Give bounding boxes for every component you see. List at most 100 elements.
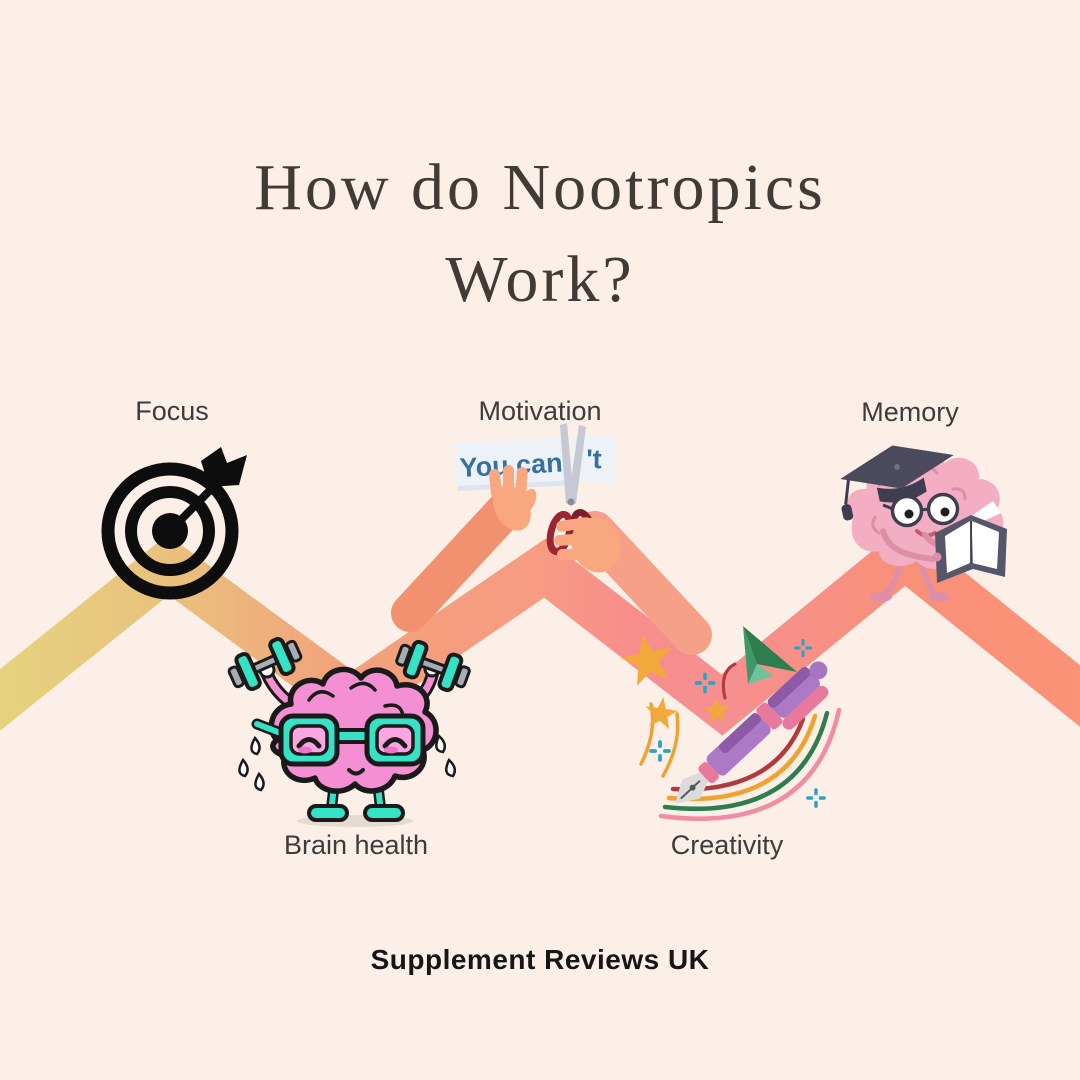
- trail-line: [661, 712, 680, 778]
- pen-clip: [782, 685, 829, 730]
- fountain-pen-paper-plane-icon: [617, 626, 842, 821]
- open-book-icon: [932, 501, 1007, 583]
- pupil-left: [904, 509, 914, 519]
- finger: [503, 465, 514, 499]
- red-squiggle: [721, 662, 737, 700]
- sparkle-icon: [649, 740, 671, 762]
- sweat-drop: [238, 757, 249, 778]
- sparkle-icon: [806, 788, 826, 808]
- smile: [347, 768, 365, 776]
- arc-pink-line: [658, 707, 842, 821]
- sweat-drops: [238, 733, 457, 792]
- sparkle-icon: [694, 672, 716, 694]
- arm-left: [880, 528, 936, 562]
- finger: [489, 468, 502, 499]
- plane-fold: [748, 664, 773, 684]
- pen-band: [756, 702, 783, 730]
- cap-base: [876, 477, 927, 503]
- dumbbell-plate: [234, 652, 262, 692]
- scissor-pivot-screw: [567, 498, 575, 506]
- blush-left: [298, 746, 312, 754]
- hands-scissors-cutting-paper-icon: 't You can: [391, 423, 712, 655]
- section-label-brain-health: Brain health: [283, 830, 429, 860]
- arrow-fletching: [201, 447, 247, 487]
- brain-fold-line: [307, 690, 335, 702]
- dumbbell-cap: [227, 665, 245, 689]
- target-middle-ring: [125, 486, 215, 576]
- book-page-right: [972, 521, 999, 569]
- pupil-right: [940, 507, 950, 517]
- finger: [556, 517, 592, 532]
- dumbbell-plate: [437, 652, 464, 693]
- finger: [557, 549, 592, 560]
- hand-on-book: [932, 552, 942, 562]
- pen-barrel: [706, 713, 771, 776]
- blush-right: [384, 746, 398, 754]
- squiggle: [951, 487, 967, 501]
- section-label-memory: Memory: [861, 397, 959, 427]
- sweat-drop: [250, 735, 261, 756]
- paper-left-piece: [454, 437, 568, 491]
- page-title-line2: Work?: [445, 243, 635, 317]
- page-title-line1: How do Nootropics: [254, 151, 826, 224]
- dumbbell-left-icon: [227, 636, 303, 692]
- paper-plane-icon: [743, 626, 797, 684]
- shoe-right: [363, 804, 405, 822]
- dumbbell-cap: [285, 639, 303, 663]
- sweat-drop: [254, 771, 265, 792]
- thumb: [519, 488, 537, 514]
- nib-slit: [680, 780, 701, 800]
- dumbbell-cap: [395, 643, 412, 667]
- sweat-drop: [445, 757, 457, 778]
- book-page-left: [945, 521, 970, 573]
- finger: [554, 533, 593, 546]
- graduate-brain-reading-book-icon: [840, 445, 1007, 602]
- left-forearm: [391, 486, 529, 632]
- cap-button: [894, 464, 900, 470]
- graduation-cap-icon: [840, 445, 954, 521]
- glasses-icon: [251, 713, 426, 767]
- page-title: How do Nootropics Work?: [0, 142, 1080, 327]
- star-icon: [617, 629, 678, 688]
- arc-green-line: [662, 710, 830, 812]
- pen-barrel-shade: [718, 712, 762, 754]
- pen-cap-tip: [809, 661, 828, 680]
- dumbbell-cap: [454, 665, 471, 689]
- scissor-blade: [568, 425, 586, 504]
- round-glasses-icon: [882, 492, 960, 528]
- target-arrow-icon: [101, 447, 247, 600]
- plane-wing: [743, 626, 797, 672]
- sweat-drop: [435, 733, 447, 754]
- pen-grip-ring: [698, 762, 719, 784]
- paper-note: 't You can: [454, 435, 617, 492]
- right-hand: [554, 517, 621, 573]
- dumbbell-right-icon: [395, 639, 471, 693]
- tassel-end: [841, 504, 854, 521]
- paper-text-right: 't: [586, 444, 602, 474]
- glasses-bridge: [335, 728, 369, 744]
- dumbbell-plate: [268, 636, 296, 676]
- finger: [515, 467, 528, 500]
- book-spine: [970, 520, 973, 565]
- shoe-left: [307, 804, 349, 822]
- tassel-cord: [844, 479, 850, 505]
- scissor-handle: [546, 510, 574, 556]
- squiggle: [871, 515, 881, 535]
- brain-lifting-dumbbells-icon: [227, 636, 471, 827]
- footer-brand: Supplement Reviews UK: [370, 944, 710, 975]
- trail-line: [639, 702, 655, 766]
- happy-eye-left: [296, 737, 322, 749]
- pen-cap: [768, 667, 820, 718]
- brain-fold-line: [349, 681, 377, 692]
- plane-body: [743, 626, 757, 684]
- dumbbell-plate: [402, 639, 429, 680]
- section-label-focus: Focus: [135, 396, 209, 426]
- fountain-pen-icon: [675, 661, 829, 804]
- left-hand: [489, 465, 537, 531]
- target-outer-ring: [101, 462, 239, 600]
- star-icon: [643, 694, 680, 730]
- section-label-creativity: Creativity: [670, 830, 784, 860]
- sparkle-icon: [794, 639, 812, 657]
- section-label-motivation: Motivation: [478, 396, 602, 426]
